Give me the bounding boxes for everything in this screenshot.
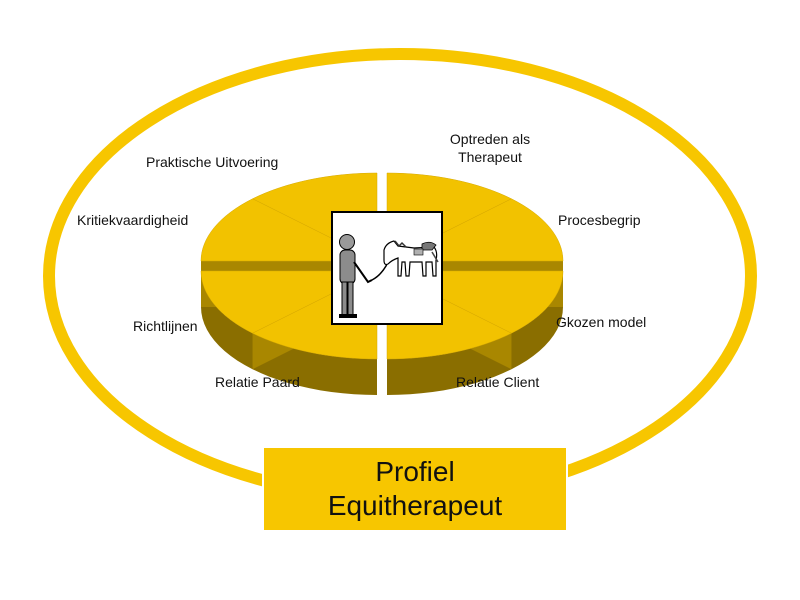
- title-line2: Equitherapeut: [327, 490, 503, 521]
- title-line1: Profiel: [375, 456, 455, 487]
- segment-side-5: [511, 271, 563, 370]
- label-kritiekvaardigheid: Kritiekvaardigheid: [77, 212, 189, 228]
- label-optreden-als-therapeut: Optreden als Therapeut: [446, 130, 534, 166]
- title-box: Profiel Equitherapeut: [264, 448, 566, 530]
- center-image: [331, 211, 443, 325]
- label-relatie-client: Relatie Client: [456, 374, 540, 390]
- label-praktische-uitvoering: Praktische Uitvoering: [146, 154, 279, 170]
- segment-side-4: [201, 271, 253, 370]
- label-optreden-line2: Therapeut: [458, 149, 522, 165]
- label-relatie-paard: Relatie Paard: [215, 374, 300, 390]
- horse-icon: [383, 240, 439, 277]
- label-gkozen-model: Gkozen model: [556, 314, 647, 330]
- person-icon: [339, 234, 373, 318]
- label-optreden-line1: Optreden als: [449, 131, 531, 147]
- label-procesbegrip: Procesbegrip: [558, 212, 641, 228]
- label-richtlijnen: Richtlijnen: [133, 318, 198, 334]
